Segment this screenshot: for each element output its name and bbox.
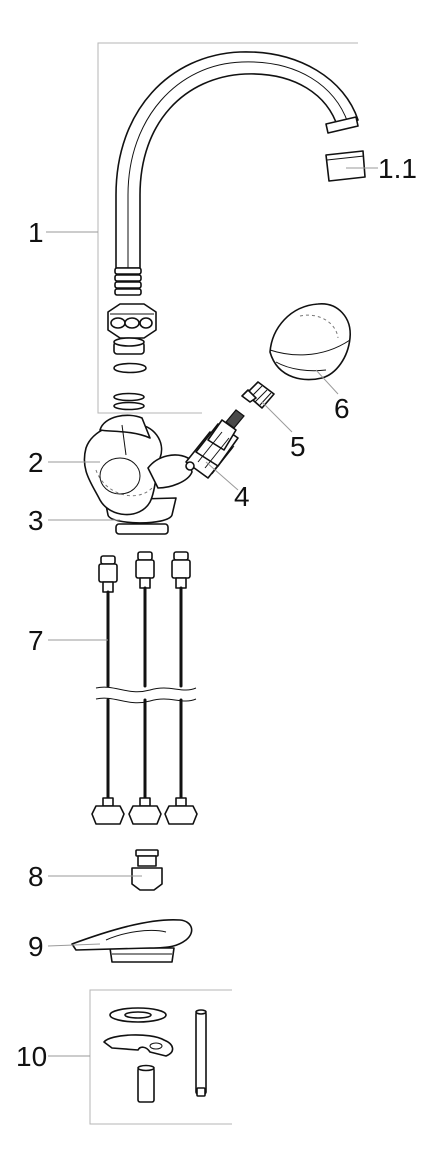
part-union-nut [107,303,157,339]
part-fixing-set [103,1007,207,1103]
part-aerator [325,150,366,182]
callout-10: 10 [16,1041,47,1072]
callout-6: 6 [334,393,350,424]
callout-1: 1 [28,217,44,248]
callout-2: 2 [28,447,44,478]
part-mixer-body [83,414,193,535]
part-clip [113,362,147,374]
part-connector [131,849,163,891]
callout-9: 9 [28,931,44,962]
spout-ribs [114,267,142,296]
part-hoses [91,551,198,825]
callout-4: 4 [234,481,250,512]
callout-7: 7 [28,625,44,656]
fixing-set-frame [89,989,232,1125]
callout-labels: 1 1.1 2 3 4 5 6 7 8 9 10 [16,153,417,1072]
part-cartridge [185,409,245,479]
part-bushing [113,337,145,355]
part-adapter [241,381,275,409]
callout-8: 8 [28,861,44,892]
spout-group-frame [97,42,358,414]
callout-3: 3 [28,505,44,536]
leader-lines [46,167,378,1057]
callout-5: 5 [290,431,306,462]
part-handle [269,303,351,381]
callout-1-1: 1.1 [378,153,417,184]
part-spout [114,51,359,296]
part-bracket [71,918,193,963]
part-o-rings [113,392,145,411]
